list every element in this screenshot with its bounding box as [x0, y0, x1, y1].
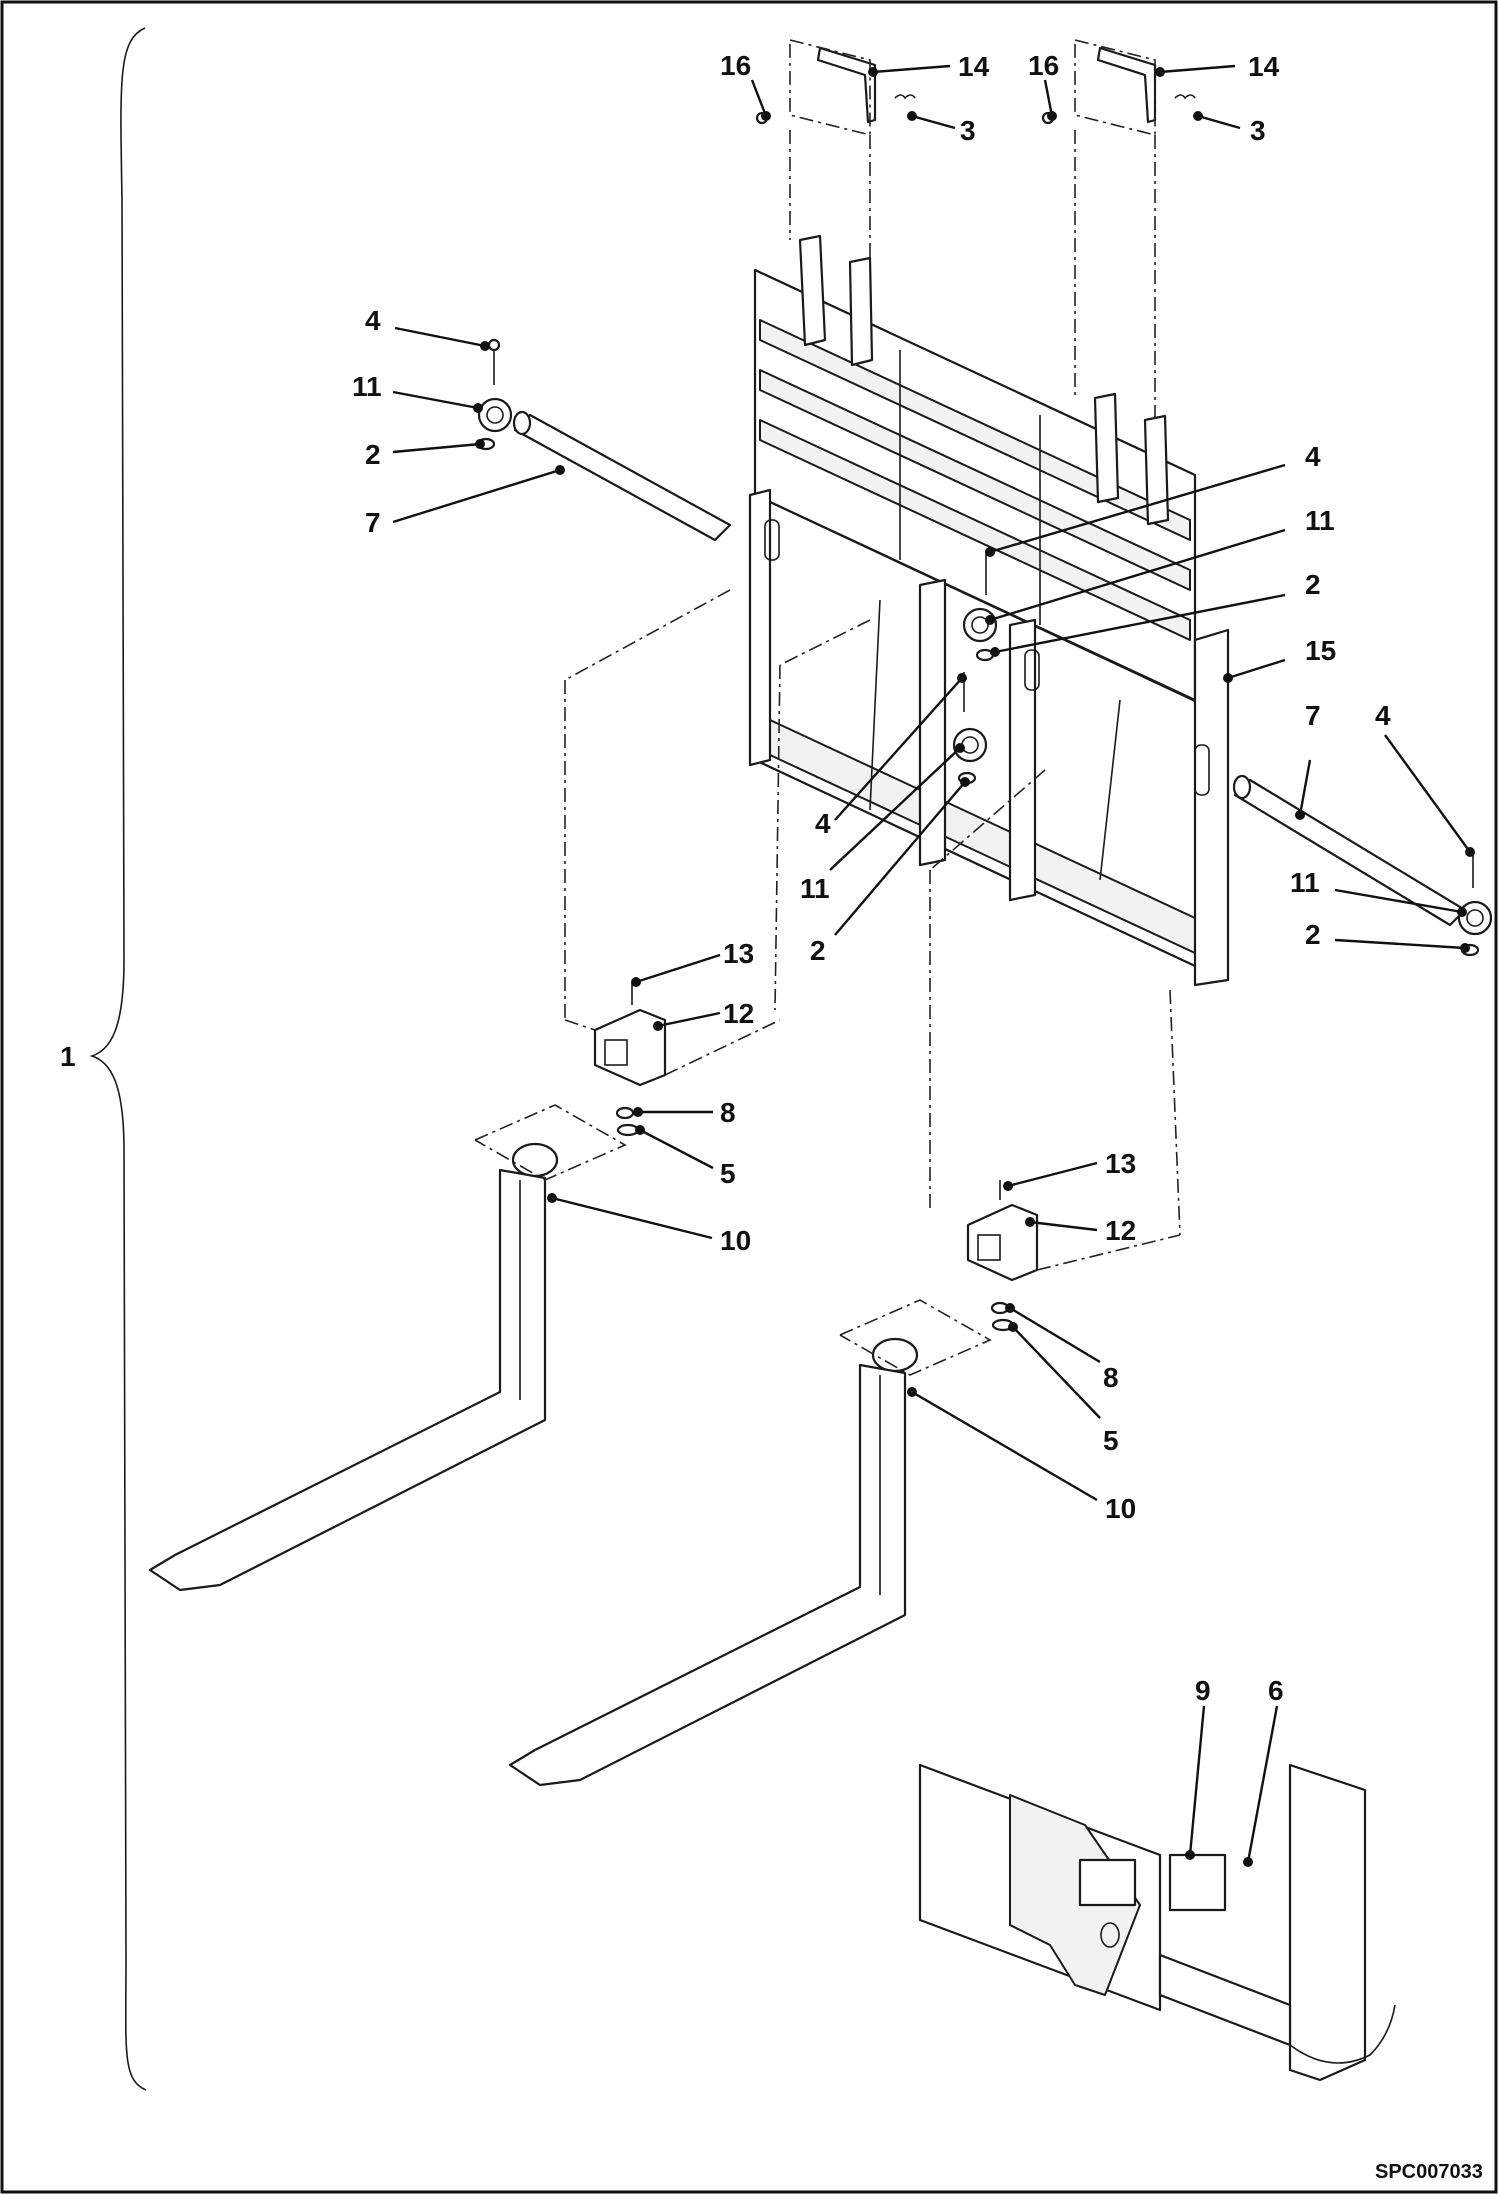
callout-11-left-shaft: 11 [352, 371, 382, 402]
callout-4-left-shaft: 4 [365, 305, 381, 336]
callout-2-center: 2 [1305, 569, 1321, 600]
callout-4-right-shaft: 4 [1375, 700, 1391, 731]
shaft-left [512, 410, 732, 542]
callout-14-right: 14 [1248, 51, 1280, 82]
callout-3-left: 3 [960, 115, 976, 146]
leader-lines [392, 64, 1475, 1867]
latch-left [755, 46, 916, 125]
callout-16-left: 16 [720, 50, 751, 81]
assembly-brace [89, 27, 147, 2091]
callout-7-left-shaft: 7 [365, 507, 381, 538]
fork-tine-left [148, 1142, 559, 1592]
callout-7-right-shaft: 7 [1305, 700, 1321, 731]
callout-labels: 1 16 14 3 16 14 3 4 11 2 7 4 11 2 15 7 4… [60, 50, 1483, 2183]
drawing-code: SPC007033 [1375, 2161, 1483, 2183]
callout-2-lower: 2 [810, 935, 826, 966]
callout-5-right-slider: 5 [1103, 1425, 1119, 1456]
callout-9-detail: 9 [1195, 1675, 1211, 1706]
callout-11-right-shaft: 11 [1290, 867, 1320, 898]
callout-5-left-slider: 5 [720, 1158, 736, 1189]
collar-right [1457, 850, 1493, 957]
fork-tine-right [508, 1337, 919, 1787]
callout-4-lower: 4 [815, 808, 831, 839]
callout-13-right-slider: 13 [1105, 1148, 1136, 1179]
callout-13-left-slider: 13 [723, 938, 754, 969]
callout-10-right-tine: 10 [1105, 1493, 1136, 1524]
callout-8-left-slider: 8 [720, 1097, 736, 1128]
fork-slider-right [966, 1180, 1039, 1332]
callout-4-center: 4 [1305, 441, 1321, 472]
assembly-callout-1: 1 [60, 1041, 76, 1072]
callout-11-lower: 11 [800, 873, 830, 904]
assembly-guide-lines [474, 39, 1181, 1376]
carriage-frame [748, 234, 1230, 987]
callout-6-detail: 6 [1268, 1675, 1284, 1706]
callout-15-frame: 15 [1305, 635, 1336, 666]
callout-2-right-shaft: 2 [1305, 919, 1321, 950]
collar-left [476, 338, 513, 451]
callout-10-left-tine: 10 [720, 1225, 751, 1256]
callout-2-left-shaft: 2 [365, 439, 381, 470]
detail-inset [918, 1763, 1396, 2082]
callout-3-right: 3 [1250, 115, 1266, 146]
latch-right [1041, 46, 1196, 125]
callout-14-left: 14 [958, 51, 990, 82]
callout-16-right: 16 [1028, 50, 1059, 81]
callout-12-right-slider: 12 [1105, 1215, 1136, 1246]
callout-12-left-slider: 12 [723, 998, 754, 1029]
callout-8-right-slider: 8 [1103, 1362, 1119, 1393]
callout-11-center: 11 [1305, 505, 1335, 536]
